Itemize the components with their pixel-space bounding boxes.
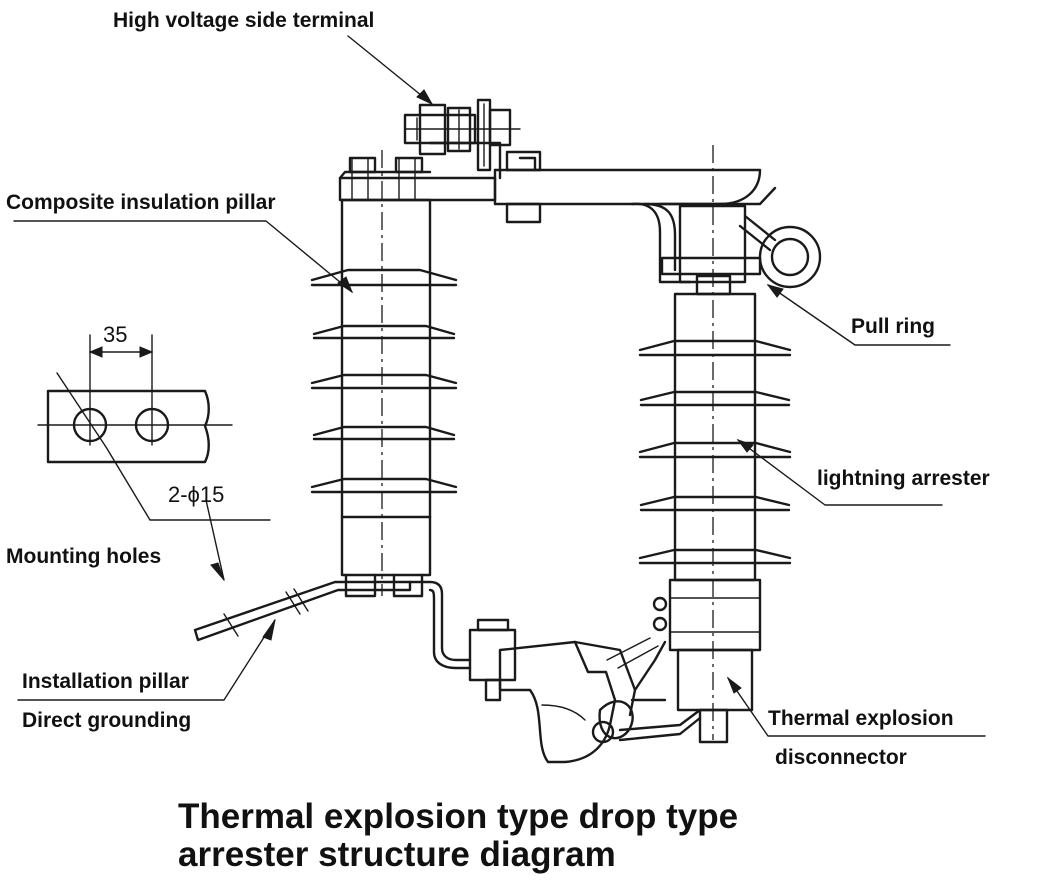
mounting-hole-plate bbox=[37, 334, 271, 521]
label-mounting-holes: Mounting holes bbox=[6, 545, 162, 568]
annotation-leaders bbox=[13, 35, 986, 737]
label-disconnector: disconnector bbox=[775, 746, 907, 769]
label-lightning-arrester: lightning arrester bbox=[817, 467, 990, 490]
top-bracket bbox=[338, 150, 762, 224]
pull-ring-drawing bbox=[630, 186, 822, 289]
dimension-hole-spec: 2-ϕ15 bbox=[168, 482, 225, 507]
label-pull-ring: Pull ring bbox=[851, 315, 935, 338]
thermal-explosion-mechanism bbox=[468, 618, 702, 764]
lightning-arrester-drawing bbox=[638, 145, 792, 744]
composite-insulation-pillar-drawing bbox=[310, 150, 458, 598]
label-direct-grounding: Direct grounding bbox=[22, 709, 192, 732]
label-composite-insulation-pillar: Composite insulation pillar bbox=[6, 191, 276, 214]
diagram-title-line-2: arrester structure diagram bbox=[178, 835, 616, 874]
diagram-title-line-1: Thermal explosion type drop type bbox=[178, 797, 739, 836]
label-high-voltage-side-terminal: High voltage side terminal bbox=[113, 9, 375, 32]
label-installation-pillar: Installation pillar bbox=[22, 670, 189, 693]
installation-pillar-drawing bbox=[193, 580, 472, 670]
label-thermal-explosion: Thermal explosion bbox=[768, 707, 954, 730]
high-voltage-terminal-hardware bbox=[403, 98, 521, 180]
diagram-title: Thermal explosion type drop type arreste… bbox=[178, 798, 738, 874]
dimension-hole-spacing: 35 bbox=[103, 322, 128, 347]
